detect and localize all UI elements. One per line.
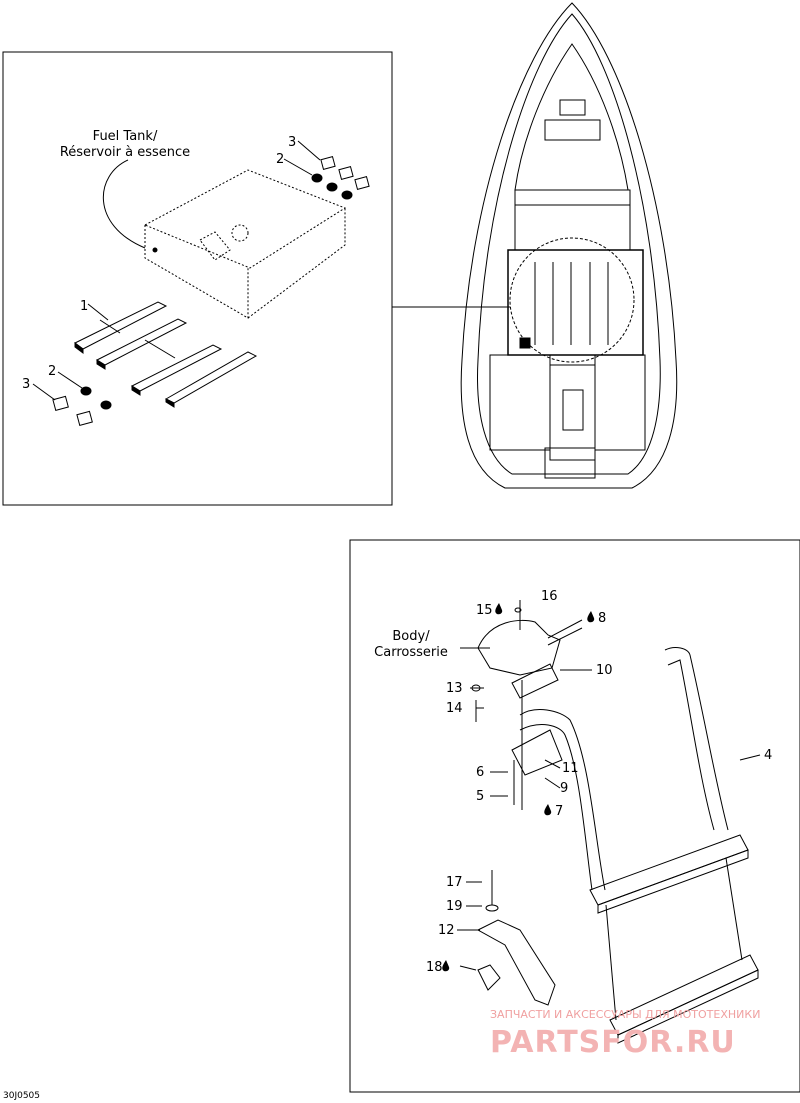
- part-number-1: 1: [80, 299, 88, 314]
- part-number-9: 9: [560, 781, 568, 796]
- part-number-3-bottom: 3: [22, 377, 30, 392]
- part-number-8: 8: [598, 611, 606, 626]
- part-number-11: 11: [562, 761, 579, 776]
- boarding-ladder: [519, 647, 761, 1044]
- part-number-7: 7: [555, 804, 563, 819]
- part-number-14: 14: [446, 701, 463, 716]
- fuel-tank-leader: [102, 159, 146, 249]
- part-number-17: 17: [446, 875, 463, 890]
- body-label-fr: Carrosserie: [374, 645, 448, 660]
- part-number-3-top: 3: [288, 135, 296, 150]
- top-hardware: [283, 140, 370, 200]
- part-number-18: 18: [426, 960, 443, 975]
- drawing-code: 30J0505: [3, 1091, 40, 1101]
- part-number-5: 5: [476, 789, 484, 804]
- body-label: Body/: [392, 629, 430, 644]
- body-fragment: [460, 600, 583, 676]
- drop-icon: [544, 804, 552, 816]
- fuel-tank-leader-dot: [152, 247, 158, 253]
- part-number-2-bottom: 2: [48, 364, 56, 379]
- part-number-13: 13: [446, 681, 463, 696]
- part-number-16: 16: [541, 589, 558, 604]
- part-number-12: 12: [438, 923, 455, 938]
- bottom-hardware: [32, 371, 112, 426]
- drop-icon: [442, 960, 450, 972]
- ladder-panel: [349, 539, 800, 1093]
- part-number-19: 19: [446, 899, 463, 914]
- part-number-4: 4: [764, 748, 772, 763]
- boat-hull: [460, 2, 678, 489]
- fuel-tank-label-fr: Réservoir à essence: [60, 145, 190, 160]
- fuel-tank-label: Fuel Tank/: [93, 129, 158, 144]
- mounting-hardware: [470, 607, 592, 810]
- part-number-10: 10: [596, 663, 613, 678]
- fuel-tank-panel: [2, 51, 393, 506]
- drop-icon: [587, 611, 595, 623]
- part-1-leader: [87, 303, 109, 321]
- part-number-2-top: 2: [276, 152, 284, 167]
- lower-bracket: [457, 870, 556, 1006]
- watermark-tagline: ЗАПЧАСТИ И АКСЕССУАРЫ ДЛЯ МОТОТЕХНИКИ: [490, 1008, 760, 1021]
- fuel-tank-straps: [74, 301, 258, 408]
- fuel-tank: [143, 169, 347, 319]
- part-number-6: 6: [476, 765, 484, 780]
- drop-icon: [495, 603, 503, 615]
- part-number-15: 15: [476, 603, 493, 618]
- lubricant-drop-icons: [442, 603, 595, 972]
- watermark-brand: PARTSFOR.RU: [490, 1025, 736, 1060]
